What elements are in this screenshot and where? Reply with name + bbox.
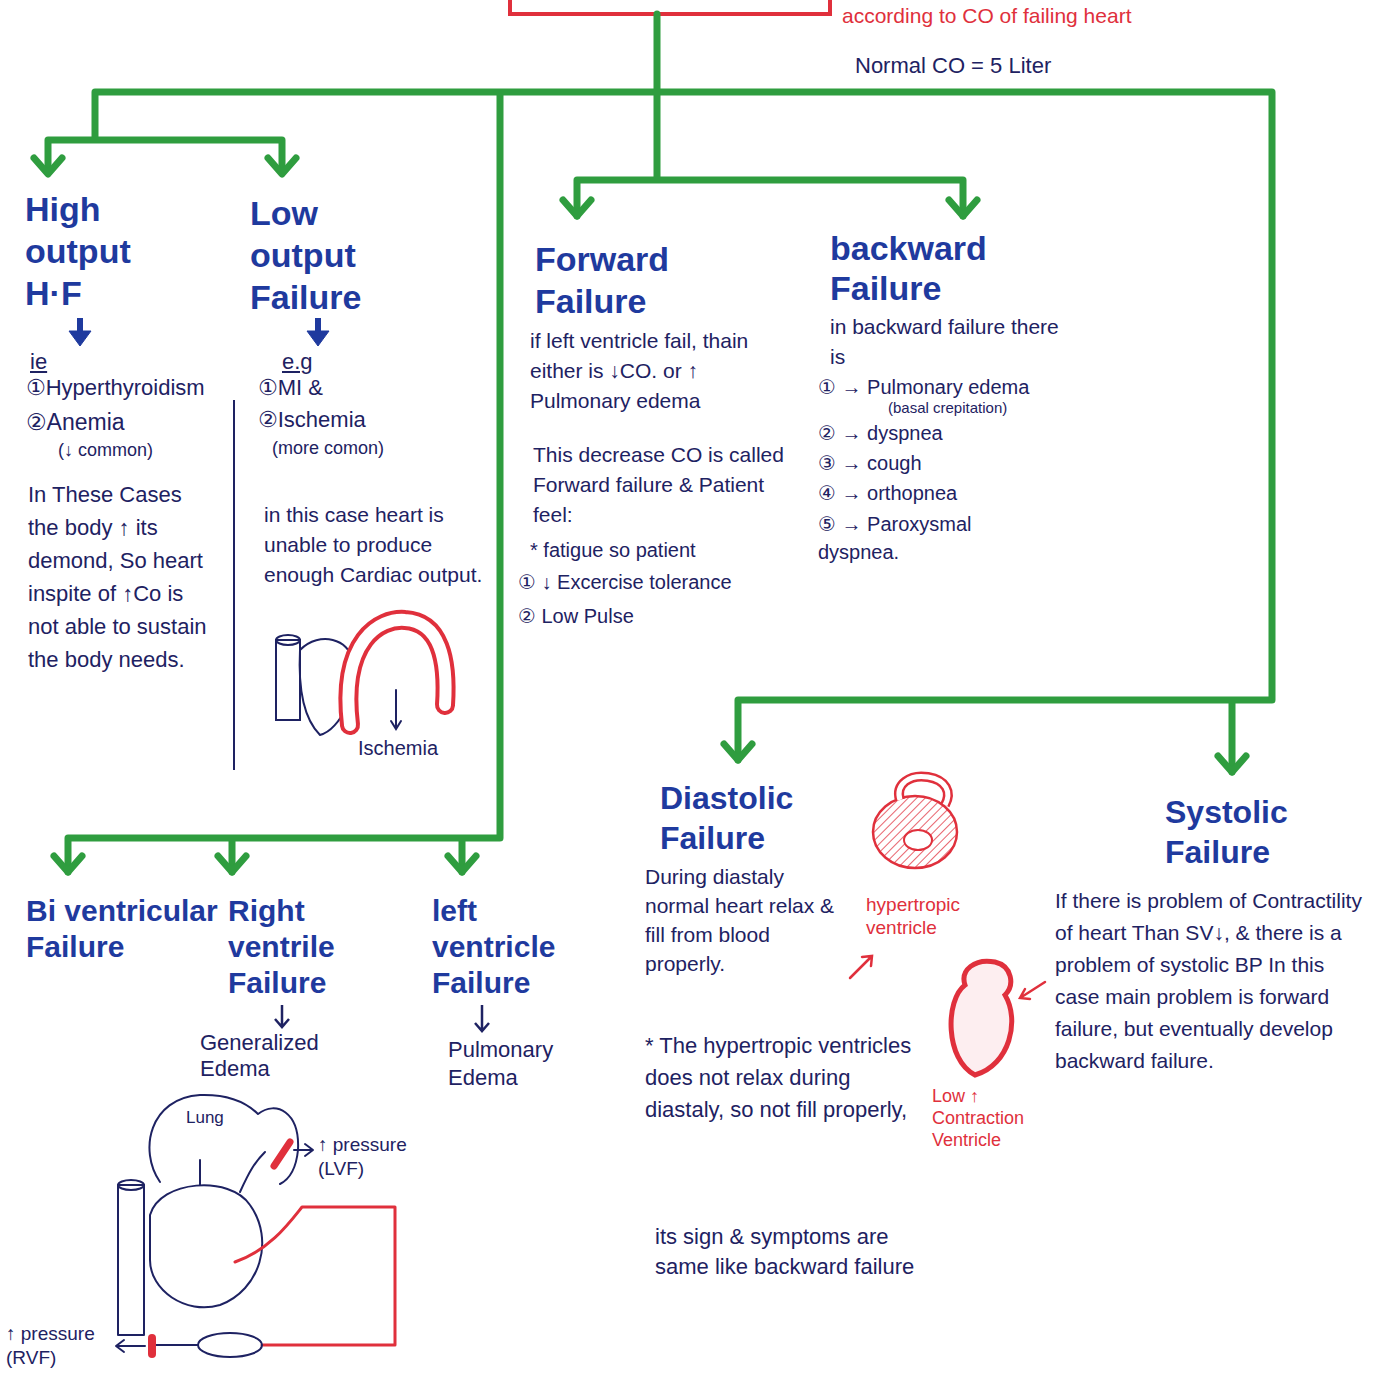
ventricle-wall [951,961,1012,1075]
heart-body [150,1185,262,1307]
body-text: if left ventricle fail, thain either is … [530,326,798,416]
list-heading: e.g [282,348,313,376]
body-text: Ischemia [358,736,438,760]
column-divider [233,400,235,770]
pressure-mark [274,1142,290,1166]
body-text: ②Anemia [26,408,125,436]
body-text: If there is problem of Contractility of … [1055,885,1373,1077]
venous-return [150,1336,198,1345]
section-heading: High output H·F [25,188,175,314]
body-text: In These Cases the body ↑ its demond, So… [28,478,218,676]
section-heading: Diastolic Failure [660,778,835,858]
lung-outline [149,1095,298,1184]
section-heading: backward Failure [830,228,1030,308]
body-text: (↓ common) [58,438,153,462]
section-heading: Forward Failure [535,238,710,322]
body-text: ⑤ → Paroxysmal dyspnea. [818,510,1028,566]
body-text: * The hypertropic ventricles does not re… [645,1030,917,1126]
body-text: ↑ pressure (LVF) [318,1133,433,1181]
body-text: ↑ pressure (RVF) [6,1322,111,1370]
vena-cava [276,640,300,720]
pointer-arrow [850,956,872,978]
pulmonary-vessels [200,1152,265,1192]
title-box [510,0,830,14]
body-text: Pulmonary Edema [448,1036,598,1092]
body-text: ①MI & [258,374,323,402]
section-heading: Bi ventricular Failure [26,893,221,965]
body-text: ① ↓ Excercise tolerance [518,568,732,596]
vena-cava [118,1180,144,1190]
figure-label: hypertropic ventricle [866,893,1001,939]
leader-arrow [116,1340,145,1352]
body-text: ④ → orthopnea [818,480,957,506]
body-text: * fatigue so patient [530,536,696,564]
down-arrow [275,1005,289,1027]
body-text: in this case heart is unable to produce … [264,500,486,590]
body-text: Generalized Edema [200,1030,380,1082]
figure-label: Low ↑ Contraction Ventricle [932,1085,1050,1151]
section-heading: Systolic Failure [1165,792,1335,872]
vena-cava [118,1185,144,1335]
body-text: ② → dyspnea [818,420,943,446]
outflow-tube [899,776,948,805]
list-heading: ie [30,348,47,376]
down-arrow [307,331,329,346]
hypertrophic-ventricle [850,776,957,978]
figure-label: according to CO of failing heart [842,3,1132,29]
aortic-arch [348,620,445,725]
systemic-loop [235,1207,395,1345]
vena-cava [276,635,300,645]
ventricle-wall [873,796,957,868]
tree-branches [48,14,1272,872]
body-text: (more comon) [272,436,384,460]
body-text: in backward failure there is [830,312,1065,372]
tree-arrowheads [34,158,1246,872]
body-text: its sign & symptoms are same like backwa… [655,1222,935,1282]
body-text: ②Ischemia [258,406,366,434]
section-heading: Low output Failure [250,192,400,318]
body-text: Normal CO = 5 Liter [855,52,1051,80]
weak-ventricle [951,961,1045,1075]
ischemia-heart [276,620,446,735]
body-text: ①Hyperthyroidism [26,374,205,402]
aortic-arch [348,620,445,725]
body-text: (basal crepitation) [888,399,1007,417]
leader-line [391,690,401,729]
body-text: ① → Pulmonary edema [818,375,1029,399]
pressure-mark [148,1338,156,1354]
body-text: During diastaly normal heart relax & fil… [645,862,845,978]
section-heading: Right ventrile Failure [228,893,383,1001]
leader-arrow [294,1144,313,1156]
down-arrow [475,1005,489,1031]
ventricle-cavity [904,830,932,850]
capillary-bed [198,1333,262,1357]
body-text: ② Low Pulse [518,602,634,630]
outflow-tube [899,776,948,805]
tree-lines [34,14,1272,872]
body-text: This decrease CO is called Forward failu… [533,440,798,530]
body-text: ③ → cough [818,450,922,476]
down-arrow [69,331,91,346]
section-heading: left ventricle Failure [432,893,597,1001]
pointer-arrow [1020,982,1045,999]
body-text: Lung [186,1108,224,1128]
